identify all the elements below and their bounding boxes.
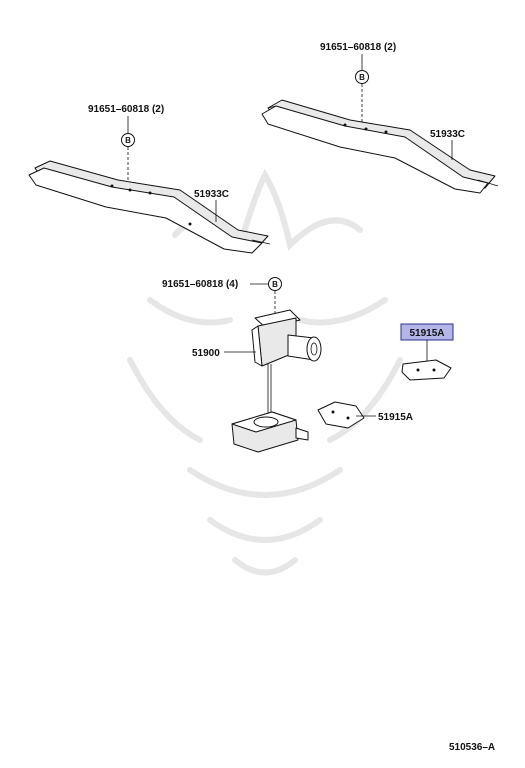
- callout-letter: B: [125, 136, 131, 145]
- bolt-label-top-right: 91651–60818 (2): [320, 42, 396, 53]
- bracket-51933c-right[interactable]: [261, 99, 499, 194]
- pad-label-lower: 51915A: [378, 412, 413, 423]
- jack-hanger-label: 51900: [192, 348, 220, 359]
- callout-letter: B: [272, 280, 278, 289]
- bracket-51933c-left[interactable]: [28, 160, 271, 254]
- callout-circle-b: [355, 70, 369, 84]
- jack-hanger-51900[interactable]: [231, 309, 322, 453]
- bolt-callout-top-left[interactable]: 91651–60818 (2) B: [88, 104, 164, 184]
- callout-circle-b: [121, 133, 135, 147]
- bracket-label-right: 51933C: [430, 129, 465, 140]
- bolt-label-center: 91651–60818 (4): [162, 279, 238, 290]
- bolt-callout-center[interactable]: 91651–60818 (4) B: [162, 277, 282, 319]
- callout-letter: B: [359, 73, 365, 82]
- pad-label-highlighted: 51915A: [409, 328, 444, 339]
- bolt-callout-top-right[interactable]: 91651–60818 (2) B: [320, 42, 396, 122]
- diagram-code: 510536–A: [449, 742, 495, 753]
- bracket-label-left: 51933C: [194, 189, 229, 200]
- pad-51915a-highlighted[interactable]: 51915A: [400, 323, 454, 381]
- callout-circle-b: [268, 277, 282, 291]
- bolt-label-top-left: 91651–60818 (2): [88, 104, 164, 115]
- watermark-logo: [127, 168, 403, 576]
- pad-51915a-lower[interactable]: [317, 401, 376, 429]
